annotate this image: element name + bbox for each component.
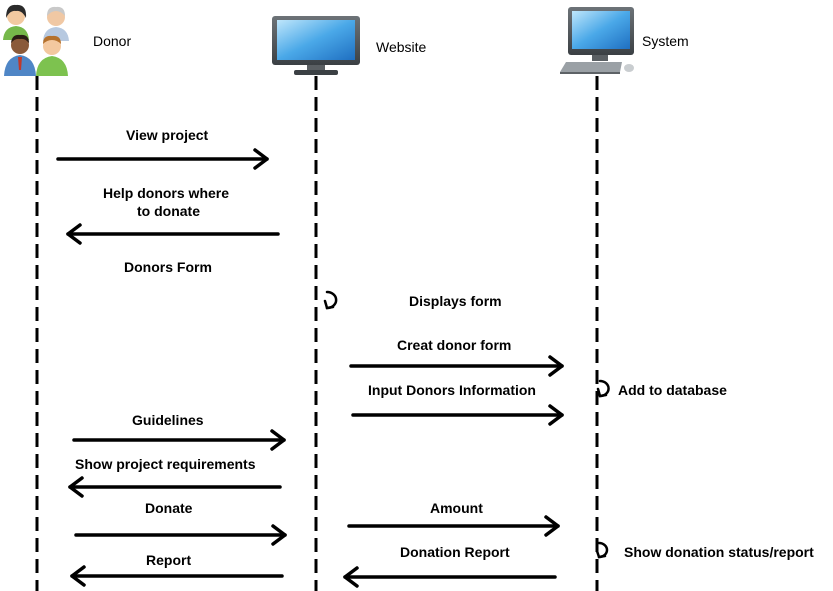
message-creat-donor-form: Creat donor form (397, 337, 512, 353)
monitor-icon (272, 16, 360, 75)
arrow-view-project (56, 148, 269, 170)
message-donation-report: Donation Report (400, 544, 510, 560)
arrow-help-donors (66, 223, 280, 245)
message-donors-form: Donors Form (124, 259, 212, 275)
actor-label-system: System (642, 33, 689, 49)
arrow-creat-donor-form (349, 355, 564, 377)
arrow-report (70, 565, 284, 587)
self-call-show-donation-status (595, 541, 609, 559)
lifelines (35, 76, 599, 591)
message-view-project: View project (126, 127, 209, 143)
message-add-to-database: Add to database (618, 382, 727, 398)
self-call-add-to-database (596, 379, 610, 398)
message-displays-form: Displays form (409, 293, 502, 309)
message-help-donors-line1: Help donors where (103, 185, 230, 201)
arrow-guidelines (72, 429, 286, 451)
message-show-donation-status: Show donation status/report (624, 544, 814, 560)
message-show-project-requirements: Show project requirements (75, 456, 256, 472)
self-call-displays-form (323, 290, 338, 310)
arrow-donation-report (343, 566, 557, 588)
message-input-donors-info: Input Donors Information (368, 382, 536, 398)
arrow-donate (74, 524, 287, 546)
message-arrows (56, 148, 564, 588)
actor-label-donor: Donor (93, 33, 132, 49)
actor-label-website: Website (376, 39, 427, 55)
message-report: Report (146, 552, 192, 568)
people-group-icon (3, 4, 69, 76)
arrow-input-donors-info (351, 404, 564, 426)
arrow-amount (347, 515, 560, 537)
arrow-show-project-requirements (68, 476, 282, 498)
desktop-computer-icon (560, 7, 634, 74)
message-donate: Donate (145, 500, 193, 516)
message-amount: Amount (430, 500, 483, 516)
message-guidelines: Guidelines (132, 412, 204, 428)
self-call-loops (323, 290, 610, 559)
message-help-donors-line2: to donate (137, 203, 200, 219)
